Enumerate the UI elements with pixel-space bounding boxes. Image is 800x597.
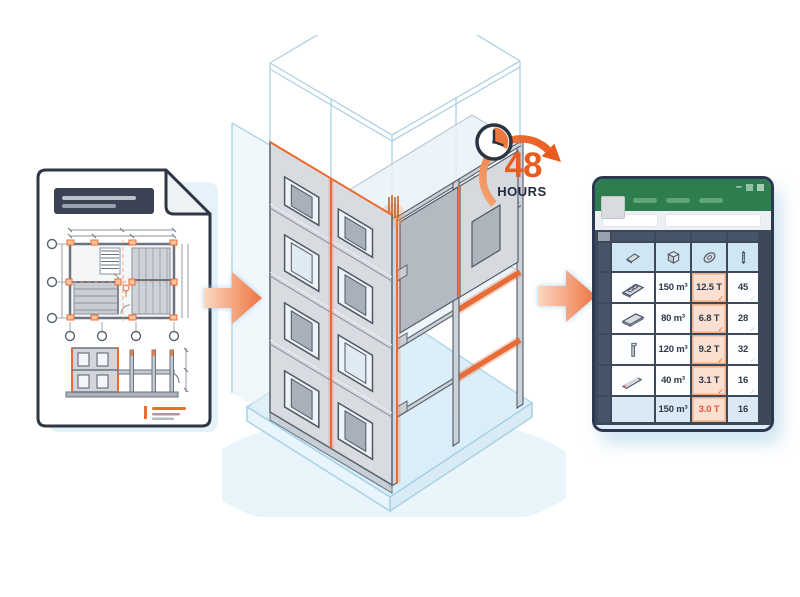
- row-header: [598, 366, 610, 395]
- menu-bar: [633, 198, 723, 203]
- weight-value: 3.1 T: [698, 375, 720, 386]
- cell-element-wall-panel[interactable]: [612, 273, 654, 302]
- count-value: 16: [737, 375, 749, 386]
- column-header: [656, 232, 690, 241]
- flow-arrow-right-icon: [538, 270, 596, 322]
- cell-weight[interactable]: 9.2 T✓: [692, 335, 726, 365]
- cell-count[interactable]: 16✓: [728, 366, 758, 396]
- weight-value: 6.8 T: [698, 313, 720, 324]
- check-icon: ✓: [749, 387, 756, 396]
- clock-icon: [475, 123, 513, 161]
- panel-icon: [626, 253, 640, 264]
- slab-icon: [621, 312, 645, 327]
- cell-volume[interactable]: 150 m³: [656, 273, 690, 302]
- cell-element-beam[interactable]: [612, 366, 654, 395]
- rebar-count-icon: [740, 250, 746, 264]
- header-cell-count[interactable]: [728, 243, 758, 271]
- row-header: [598, 273, 610, 302]
- cell-volume[interactable]: 40 m³: [656, 366, 690, 395]
- quantities-table: 150 m³ 12.5 T✓ 45✓ 80 m³ 6.8 T✓ 28✓: [595, 230, 771, 425]
- name-box[interactable]: [601, 196, 625, 219]
- facade-windows: [283, 175, 374, 461]
- check-icon: ✓: [749, 356, 756, 365]
- back-plane: [232, 123, 270, 415]
- cell-volume[interactable]: 80 m³: [656, 304, 690, 333]
- total-weight-cell[interactable]: 3.0 T: [692, 397, 726, 422]
- column-markers: [65, 239, 178, 321]
- cell-weight[interactable]: 6.8 T✓: [692, 304, 726, 334]
- check-icon: ✓: [749, 325, 756, 334]
- header-cell-element[interactable]: [612, 243, 654, 271]
- count-value: 28: [737, 313, 749, 324]
- floor-plan: [46, 227, 189, 342]
- cell-volume[interactable]: 120 m³: [656, 335, 690, 364]
- row-header: [598, 335, 610, 364]
- panel-window: [471, 203, 501, 269]
- header-cell-weight[interactable]: [692, 243, 726, 271]
- check-icon: ✓: [717, 387, 724, 396]
- building-model-3d: [222, 35, 566, 517]
- blueprint-document: [36, 168, 218, 432]
- close-button[interactable]: [757, 183, 764, 191]
- coil-weight-icon: [703, 251, 715, 263]
- count-value: 32: [737, 344, 749, 355]
- beam-icon: [621, 375, 643, 389]
- row-header: [598, 304, 610, 333]
- menu-item[interactable]: [633, 198, 657, 203]
- section-drawing: [65, 347, 189, 398]
- corbels: [396, 264, 408, 418]
- row-header: [598, 397, 610, 422]
- check-icon: ✓: [717, 294, 724, 303]
- wireframe-floors: [231, 35, 521, 393]
- total-row-label-cell[interactable]: [612, 397, 654, 422]
- total-count-cell[interactable]: 16: [728, 397, 758, 422]
- cell-element-column[interactable]: [612, 335, 654, 364]
- folded-corner: [164, 168, 212, 216]
- flow-arrow-left-icon: [204, 272, 262, 324]
- wall-facade: [269, 140, 393, 494]
- column-header: [728, 232, 758, 241]
- title-block: [54, 188, 154, 214]
- menu-item[interactable]: [699, 198, 723, 203]
- count-value: 45: [737, 282, 749, 293]
- spreadsheet-window: –: [592, 176, 774, 432]
- total-volume-cell[interactable]: 150 m³: [656, 397, 690, 422]
- select-all-corner[interactable]: [598, 232, 610, 241]
- panel-joints: [269, 141, 393, 449]
- check-icon: ✓: [717, 356, 724, 365]
- swoosh-arrow-icon: [475, 123, 561, 207]
- column-icon: [631, 342, 637, 357]
- turnaround-badge: 48 HOURS: [464, 110, 582, 238]
- badge-unit: HOURS: [497, 184, 547, 199]
- row-header: [598, 243, 610, 271]
- check-icon: ✓: [717, 325, 724, 334]
- legend: [144, 406, 186, 420]
- restore-button[interactable]: [746, 183, 753, 191]
- formula-input[interactable]: [665, 214, 761, 227]
- minimize-button[interactable]: –: [735, 180, 742, 193]
- highlighted-beams: [454, 268, 523, 383]
- weight-value: 12.5 T: [696, 282, 722, 293]
- spreadsheet-titlebar: –: [595, 179, 771, 211]
- cell-element-slab[interactable]: [612, 304, 654, 333]
- cell-weight[interactable]: 3.1 T✓: [692, 366, 726, 396]
- check-icon: ✓: [749, 294, 756, 303]
- wall-panel-icon: [621, 283, 645, 298]
- column-header: [612, 232, 654, 241]
- cell-count[interactable]: 32✓: [728, 335, 758, 365]
- header-cell-volume[interactable]: [656, 243, 690, 271]
- column-header: [692, 232, 726, 241]
- cell-weight[interactable]: 12.5 T✓: [692, 273, 726, 303]
- weight-value: 9.2 T: [698, 344, 720, 355]
- cell-count[interactable]: 28✓: [728, 304, 758, 334]
- cube-volume-icon: [666, 250, 680, 264]
- window-controls: –: [735, 180, 764, 193]
- menu-item[interactable]: [666, 198, 690, 203]
- badge-value: 48: [504, 146, 543, 185]
- cell-count[interactable]: 45✓: [728, 273, 758, 303]
